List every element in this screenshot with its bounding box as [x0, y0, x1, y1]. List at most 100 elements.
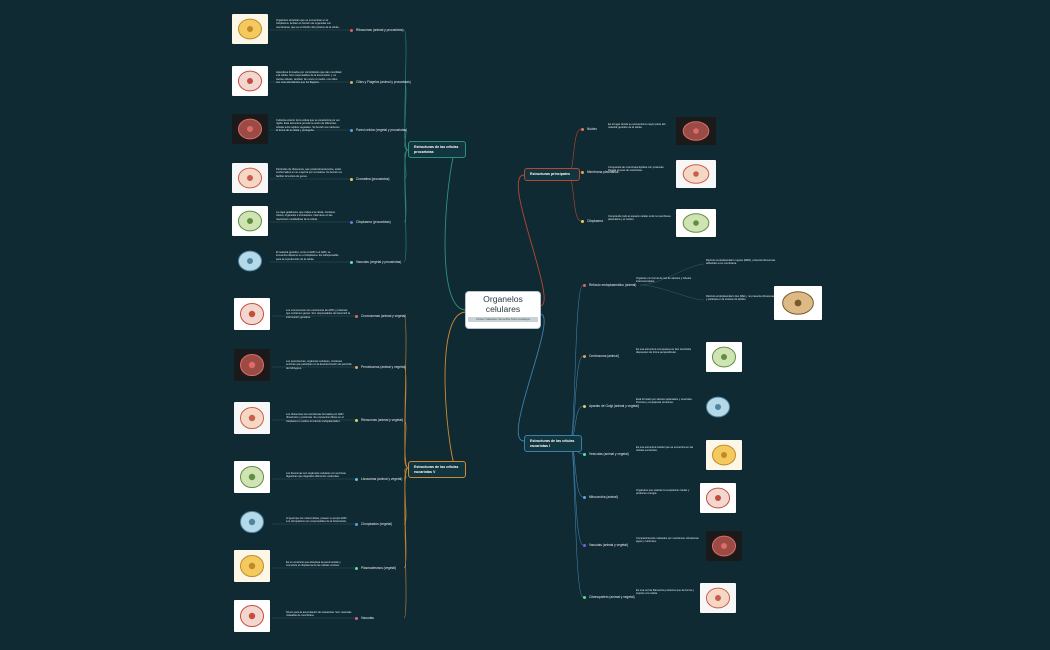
- bullet-icon: [355, 616, 358, 620]
- bullet-icon: [355, 566, 358, 570]
- prokaryotic-desc: La capa gelatinosa, que rodea a la célul…: [276, 211, 336, 221]
- eukaryotic-node[interactable]: Cloroplastos (vegetal): [355, 522, 392, 526]
- prokaryotic-node[interactable]: Pared celular (vegetal y procariotas): [350, 128, 407, 132]
- prokaryotic-desc: Orgánulos sintetizan que se encuentran e…: [276, 19, 340, 29]
- eukaryotic2-node[interactable]: Aparato de Golgi (animal y vegetal): [583, 404, 639, 408]
- connector-line: [569, 355, 584, 442]
- eukaryotic2-node[interactable]: Citoesqueleto (animal y vegetal): [583, 595, 635, 599]
- prokaryotic-node[interactable]: Cilios y Flagelos (animal y procariotas): [350, 80, 411, 84]
- eukaryotic-node-label: Cromosomas (animal y vegetal): [361, 314, 406, 319]
- eukaryotic-node[interactable]: Peroxisomas (animal y vegetal): [355, 365, 405, 369]
- connector-line: [403, 129, 409, 151]
- chromatin-image: [232, 163, 268, 193]
- topic-prokaryotic[interactable]: Estructuras de las células procariotas: [408, 141, 466, 159]
- prokaryotic-desc: Cubierta exterior de la célula que se ca…: [276, 119, 340, 132]
- bullet-icon: [350, 28, 353, 32]
- chromosome-image: [234, 298, 270, 330]
- peroxisome-image: [234, 349, 270, 381]
- bullet-icon: [350, 177, 353, 181]
- cytoskeleton-image: [700, 583, 736, 613]
- prokaryotic-desc: Partículas de ribosomas, que predominant…: [276, 168, 342, 178]
- dna-image: [232, 246, 268, 276]
- prokaryotic-node[interactable]: Vacuolas (vegetal y procariotas): [350, 260, 401, 264]
- eukaryotic-node-label: Ribosomas (animal y vegetal): [361, 418, 403, 423]
- bullet-icon: [583, 495, 586, 499]
- eukaryotic-node[interactable]: Ribosomas (animal y vegetal): [355, 418, 403, 422]
- bullet-icon: [583, 404, 586, 408]
- eukaryotic2-node-label: Vacuolas (animal y vegetal): [589, 543, 628, 548]
- main-node[interactable]: Membrana plasmática: [581, 170, 618, 174]
- eukaryotic-node-label: Plasmodesmos (vegetal): [361, 566, 397, 571]
- bullet-icon: [581, 219, 584, 223]
- main-desc: Es el lugar donde se encuentra la mayor …: [608, 123, 666, 130]
- eukaryotic-node[interactable]: Lisosomas (animal y vegetal): [355, 477, 402, 481]
- bullet-icon: [355, 365, 358, 369]
- vacuole-image: [234, 600, 270, 632]
- eukaryotic2-node[interactable]: Vacuolas (animal y vegetal): [583, 543, 628, 547]
- eukaryotic2-desc: Está formado por sáculos aplanados y ves…: [636, 398, 693, 405]
- eukaryotic2-desc: Compartimientos rodeados por membrana. A…: [636, 537, 700, 544]
- topic-eukaryotic-label: Estructuras de las células eucariotas V: [414, 465, 459, 474]
- topic-main[interactable]: Estructuras principales: [524, 168, 580, 181]
- prokaryotic-node-label: Cilios y Flagelos (animal y procariotas): [356, 80, 411, 85]
- eukaryotic2-node[interactable]: Mitocondria (animal): [583, 495, 618, 499]
- golgi-image: [700, 392, 736, 422]
- eukaryotic-desc: Sirven para la acumulación de sustancias…: [286, 611, 352, 618]
- eukaryotic-node[interactable]: Vacuolas: [355, 616, 374, 620]
- bullet-icon: [583, 354, 586, 358]
- nucleus-image: [676, 117, 716, 145]
- eukaryotic-desc: Los ribosomas son estructuras formadas p…: [286, 413, 344, 423]
- eukaryotic2-node-label: Citoesqueleto (animal y vegetal): [589, 595, 635, 600]
- eukaryotic-node-label: Vacuolas: [361, 616, 374, 621]
- connector-line: [569, 284, 584, 442]
- prokaryotic-node[interactable]: Citoplasma (procariotas): [350, 220, 391, 224]
- eukaryotic2-node-label: Aparato de Golgi (animal y vegetal): [589, 404, 639, 409]
- connector-line: [569, 440, 584, 598]
- eukaryotic2-desc: Es una estructura compuesta por dos cent…: [636, 348, 692, 355]
- connector-line: [403, 81, 409, 151]
- bullet-icon: [583, 452, 586, 456]
- cell-wall-image: [232, 114, 268, 144]
- eukaryotic-desc: Los lisosomas son orgánulos celulares co…: [286, 472, 346, 479]
- eukaryotic-desc: Los peroxisomas, orgánulos celulares, co…: [286, 360, 352, 370]
- prokaryotic-desc: Apéndices formados por microtúbulos que …: [276, 71, 342, 84]
- main-desc: Compuesta de una bicapa lipídica con pro…: [608, 166, 665, 173]
- eukaryotic2-node-label: Mitocondria (animal): [589, 495, 618, 500]
- topic-eukaryotic2[interactable]: Estructuras de las células eucariotas I: [524, 435, 582, 453]
- connector-line: [403, 315, 409, 469]
- connector-line: [444, 311, 467, 469]
- plasmodesmata-image: [234, 550, 270, 582]
- prokaryotic-node-label: Vacuolas (vegetal y procariotas): [356, 260, 402, 265]
- prokaryotic-node-label: Citoplasma (procariotas): [356, 220, 391, 225]
- vacuole2-image: [706, 531, 742, 561]
- eukaryotic2-node[interactable]: Centrosoma (animal): [583, 354, 619, 358]
- bullet-icon: [583, 283, 586, 287]
- eukaryotic2-node-label: Retículo endoplasmático (animal): [589, 283, 637, 288]
- prokaryotic-node[interactable]: Cromatina (procariotas): [350, 177, 389, 181]
- retic-sub-desc: Retículo endoplasmático rugoso (RER), pr…: [706, 259, 776, 266]
- main-node[interactable]: Núcleo: [581, 127, 597, 131]
- eukaryotic-node[interactable]: Plasmodesmos (vegetal): [355, 566, 396, 570]
- eukaryotic-node[interactable]: Cromosomas (animal y vegetal): [355, 314, 406, 318]
- bullet-icon: [350, 128, 353, 132]
- connector-line: [403, 29, 409, 151]
- vesicle-image: [706, 440, 742, 470]
- lysosome-image: [234, 461, 270, 493]
- eukaryotic-node-label: Peroxisomas (animal y vegetal): [361, 365, 406, 370]
- bullet-icon: [350, 80, 353, 84]
- bullet-icon: [355, 418, 358, 422]
- eukaryotic2-node[interactable]: Vesículas (animal y vegetal): [583, 452, 629, 456]
- topic-main-label: Estructuras principales: [530, 172, 570, 176]
- eukaryotic2-desc: Orgánulo con forma de red de sáculos y t…: [636, 277, 692, 284]
- connector-line: [403, 467, 409, 619]
- eukaryotic2-node[interactable]: Retículo endoplasmático (animal): [583, 283, 636, 287]
- bullet-icon: [350, 260, 353, 264]
- main-node[interactable]: Citoplasma: [581, 219, 603, 223]
- topic-eukaryotic[interactable]: Estructuras de las células eucariotas V: [408, 461, 466, 479]
- prokaryotic-node[interactable]: Ribosomas (animal y procariotas): [350, 28, 403, 32]
- connector-line: [517, 174, 545, 307]
- main-node-label: Citoplasma: [587, 219, 603, 224]
